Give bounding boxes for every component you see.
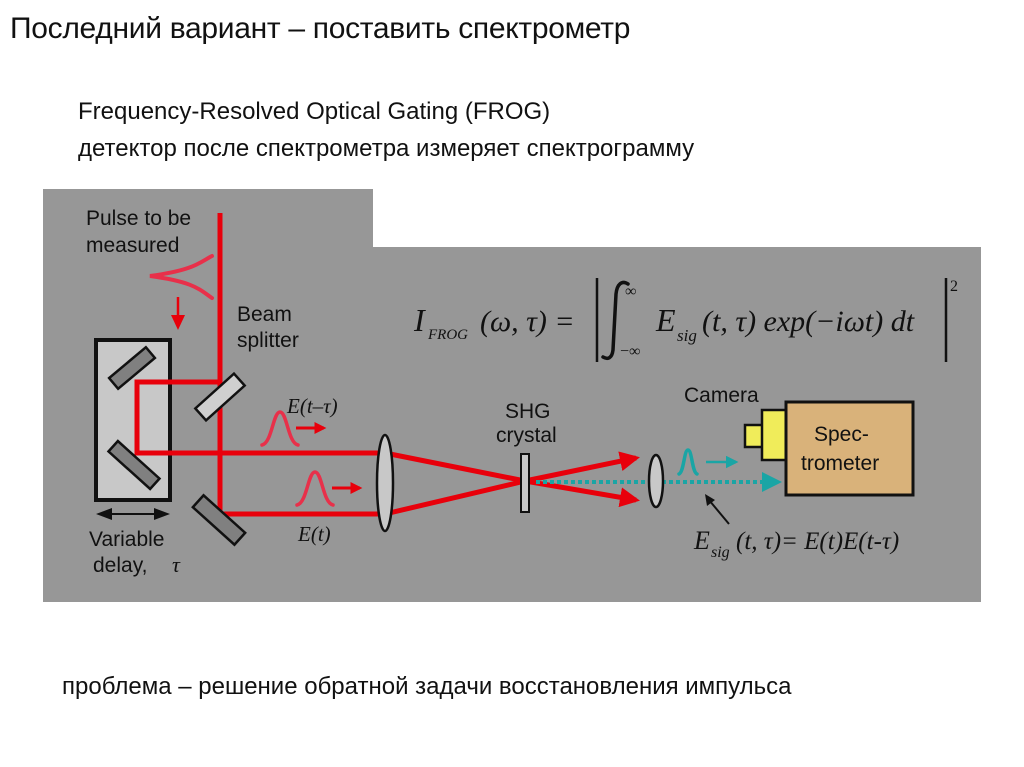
label-crystal: crystal (496, 424, 557, 447)
label-tau: τ (172, 552, 181, 577)
label-pulse-line2: measured (86, 234, 179, 257)
delay-arrow-right-head (154, 508, 170, 520)
delay-arrow-left-head (96, 508, 112, 520)
formula-i: I (413, 302, 426, 338)
pulse-direct-icon (295, 470, 335, 507)
beam-up-out (524, 451, 640, 484)
signal-pointer-head (705, 494, 715, 506)
label-pulse-line1: Pulse to be (86, 207, 191, 230)
formula-integrand: (t, τ) exp(−iωt) dt (702, 305, 915, 338)
formula-e: E (655, 302, 676, 338)
signal-formula-sub: sig (711, 544, 730, 561)
label-trometer: trometer (801, 452, 879, 475)
formula-int-lower: −∞ (620, 343, 640, 360)
subtitle-spectrogram: детектор после спектрометра измеряет спе… (78, 135, 695, 162)
label-e-direct: E(t) (297, 522, 331, 546)
signal-formula: E sig (t, τ)= E(t)E(t-τ) (693, 526, 899, 561)
signal-formula-rest: (t, τ)= E(t)E(t-τ) (736, 528, 899, 555)
mirror-fixed (191, 493, 247, 547)
beam-splitter (193, 371, 247, 423)
frog-formula: I FROG (ω, τ) = ∞ −∞ E sig (t, τ) exp(−i… (413, 278, 958, 362)
beam-down-out (524, 478, 640, 508)
subtitle-frog: Frequency-Resolved Optical Gating (FROG) (78, 98, 551, 125)
signal-formula-e: E (693, 526, 710, 555)
shg-crystal (520, 453, 530, 513)
formula-e-sub: sig (677, 326, 697, 345)
label-splitter: splitter (237, 329, 299, 352)
mirror-delay-top (107, 345, 157, 391)
slide-title: Последний вариант – поставить спектромет… (10, 12, 631, 45)
label-shg: SHG (505, 400, 551, 423)
spectrometer-box (784, 400, 915, 497)
formula-lhs-args: (ω, τ) = (480, 305, 575, 338)
mirror-delay-bottom (106, 439, 162, 491)
label-spec: Spec- (814, 423, 869, 446)
diagram-background (43, 189, 981, 602)
signal-pulse-icon (677, 448, 699, 476)
integral-sign (601, 280, 630, 361)
collecting-lens (647, 453, 665, 509)
formula-power: 2 (950, 278, 958, 295)
signal-pointer-line (708, 499, 730, 525)
focusing-lens (375, 433, 395, 533)
formula-i-sub: FROG (427, 327, 468, 343)
label-variable: Variable (89, 528, 165, 551)
camera-body (760, 408, 789, 462)
label-e-delayed: E(t–τ) (286, 394, 338, 418)
label-camera: Camera (684, 384, 759, 407)
formula-int-upper: ∞ (625, 283, 636, 300)
label-delay: delay, (93, 554, 147, 577)
bottom-note: проблема – решение обратной задачи восст… (62, 673, 792, 700)
pulse-delayed-icon (260, 410, 300, 447)
label-beam: Beam (237, 303, 292, 326)
